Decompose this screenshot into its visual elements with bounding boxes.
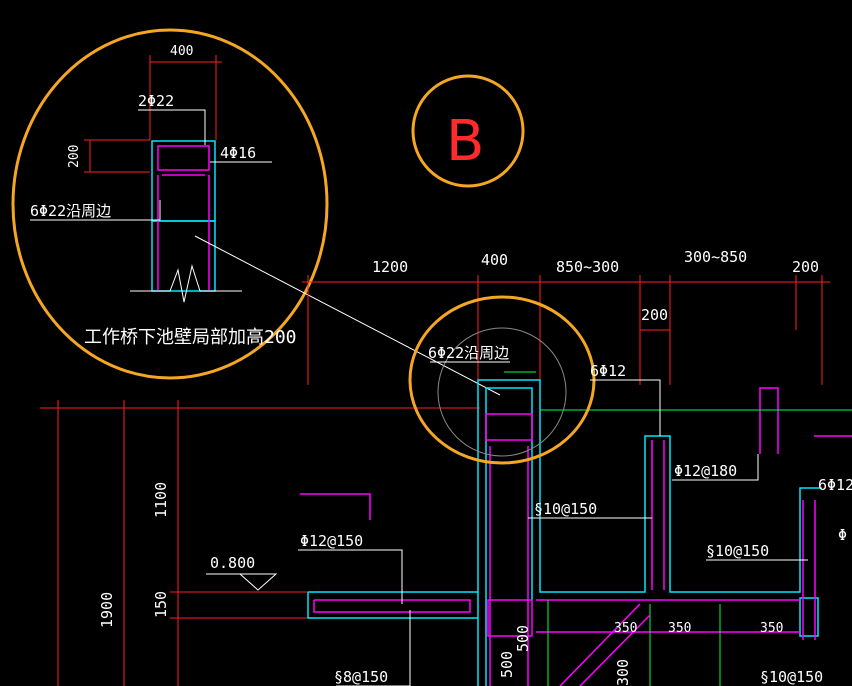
dim-500-b: 500 [514, 625, 532, 652]
label-s10-150-c: §10@150 [760, 668, 823, 686]
label-s10-150-a: §10@150 [534, 500, 597, 518]
label-right-phi: Φ [838, 526, 847, 544]
dim-200-right: 200 [792, 258, 819, 276]
wall-top-section-circle [437, 327, 567, 457]
dim-1900: 1900 [98, 592, 116, 628]
dim-400: 400 [481, 251, 508, 269]
grade-lines [504, 371, 852, 686]
dim-350-c: 350 [760, 621, 783, 636]
label-phi12-180: Φ12@180 [674, 462, 737, 480]
dim-300: 300 [614, 659, 632, 686]
label-6phi12: 6Φ12 [590, 362, 626, 380]
detail-highlight-ellipse [11, 28, 329, 380]
dim-300-850: 300~850 [684, 248, 747, 266]
top-dimension-chain [302, 275, 830, 385]
left-dimension-chain [40, 400, 480, 686]
detail-wall-body [151, 220, 216, 292]
detail-callout: 400 200 2Φ22 4Φ16 6Φ22沿周边 工作桥下池壁局部加高200 [11, 28, 329, 380]
detail-dim-200: 200 [67, 145, 82, 168]
detail-label-2phi22: 2Φ22 [138, 92, 174, 110]
label-phi12-150: Φ12@150 [300, 532, 363, 550]
detail-label-perimeter: 6Φ22沿周边 [30, 202, 111, 220]
concrete-outline [307, 379, 822, 686]
label-s8-150: §8@150 [334, 668, 388, 686]
callout-leader [194, 235, 501, 396]
detail-label-4phi16: 4Φ16 [220, 144, 256, 162]
detail-stirrup-top [157, 145, 210, 171]
detail-dim-400: 400 [170, 44, 193, 59]
level-marker [206, 573, 278, 591]
detail-caption: 工作桥下池壁局部加高200 [84, 327, 297, 348]
label-s10-150-b: §10@150 [706, 542, 769, 560]
mark-letter: B [446, 109, 484, 174]
dim-200-mid: 200 [641, 306, 668, 324]
dim-1100: 1100 [152, 482, 170, 518]
break-line [130, 264, 242, 303]
dim-850-300: 850~300 [556, 258, 619, 276]
dim-350-a: 350 [614, 621, 637, 636]
label-right-6phi12: 6Φ12 [818, 476, 852, 494]
level-0800: 0.800 [210, 554, 255, 572]
dim-1200: 1200 [372, 258, 408, 276]
haunch [559, 603, 651, 686]
dim-150: 150 [152, 591, 170, 618]
dim-500-a: 500 [498, 651, 516, 678]
dim-350-b: 350 [668, 621, 691, 636]
label-perimeter: 6Φ22沿周边 [428, 344, 509, 362]
mark-circle [411, 74, 525, 188]
rebar-lines [300, 387, 852, 686]
detail-wall-top [151, 140, 216, 222]
